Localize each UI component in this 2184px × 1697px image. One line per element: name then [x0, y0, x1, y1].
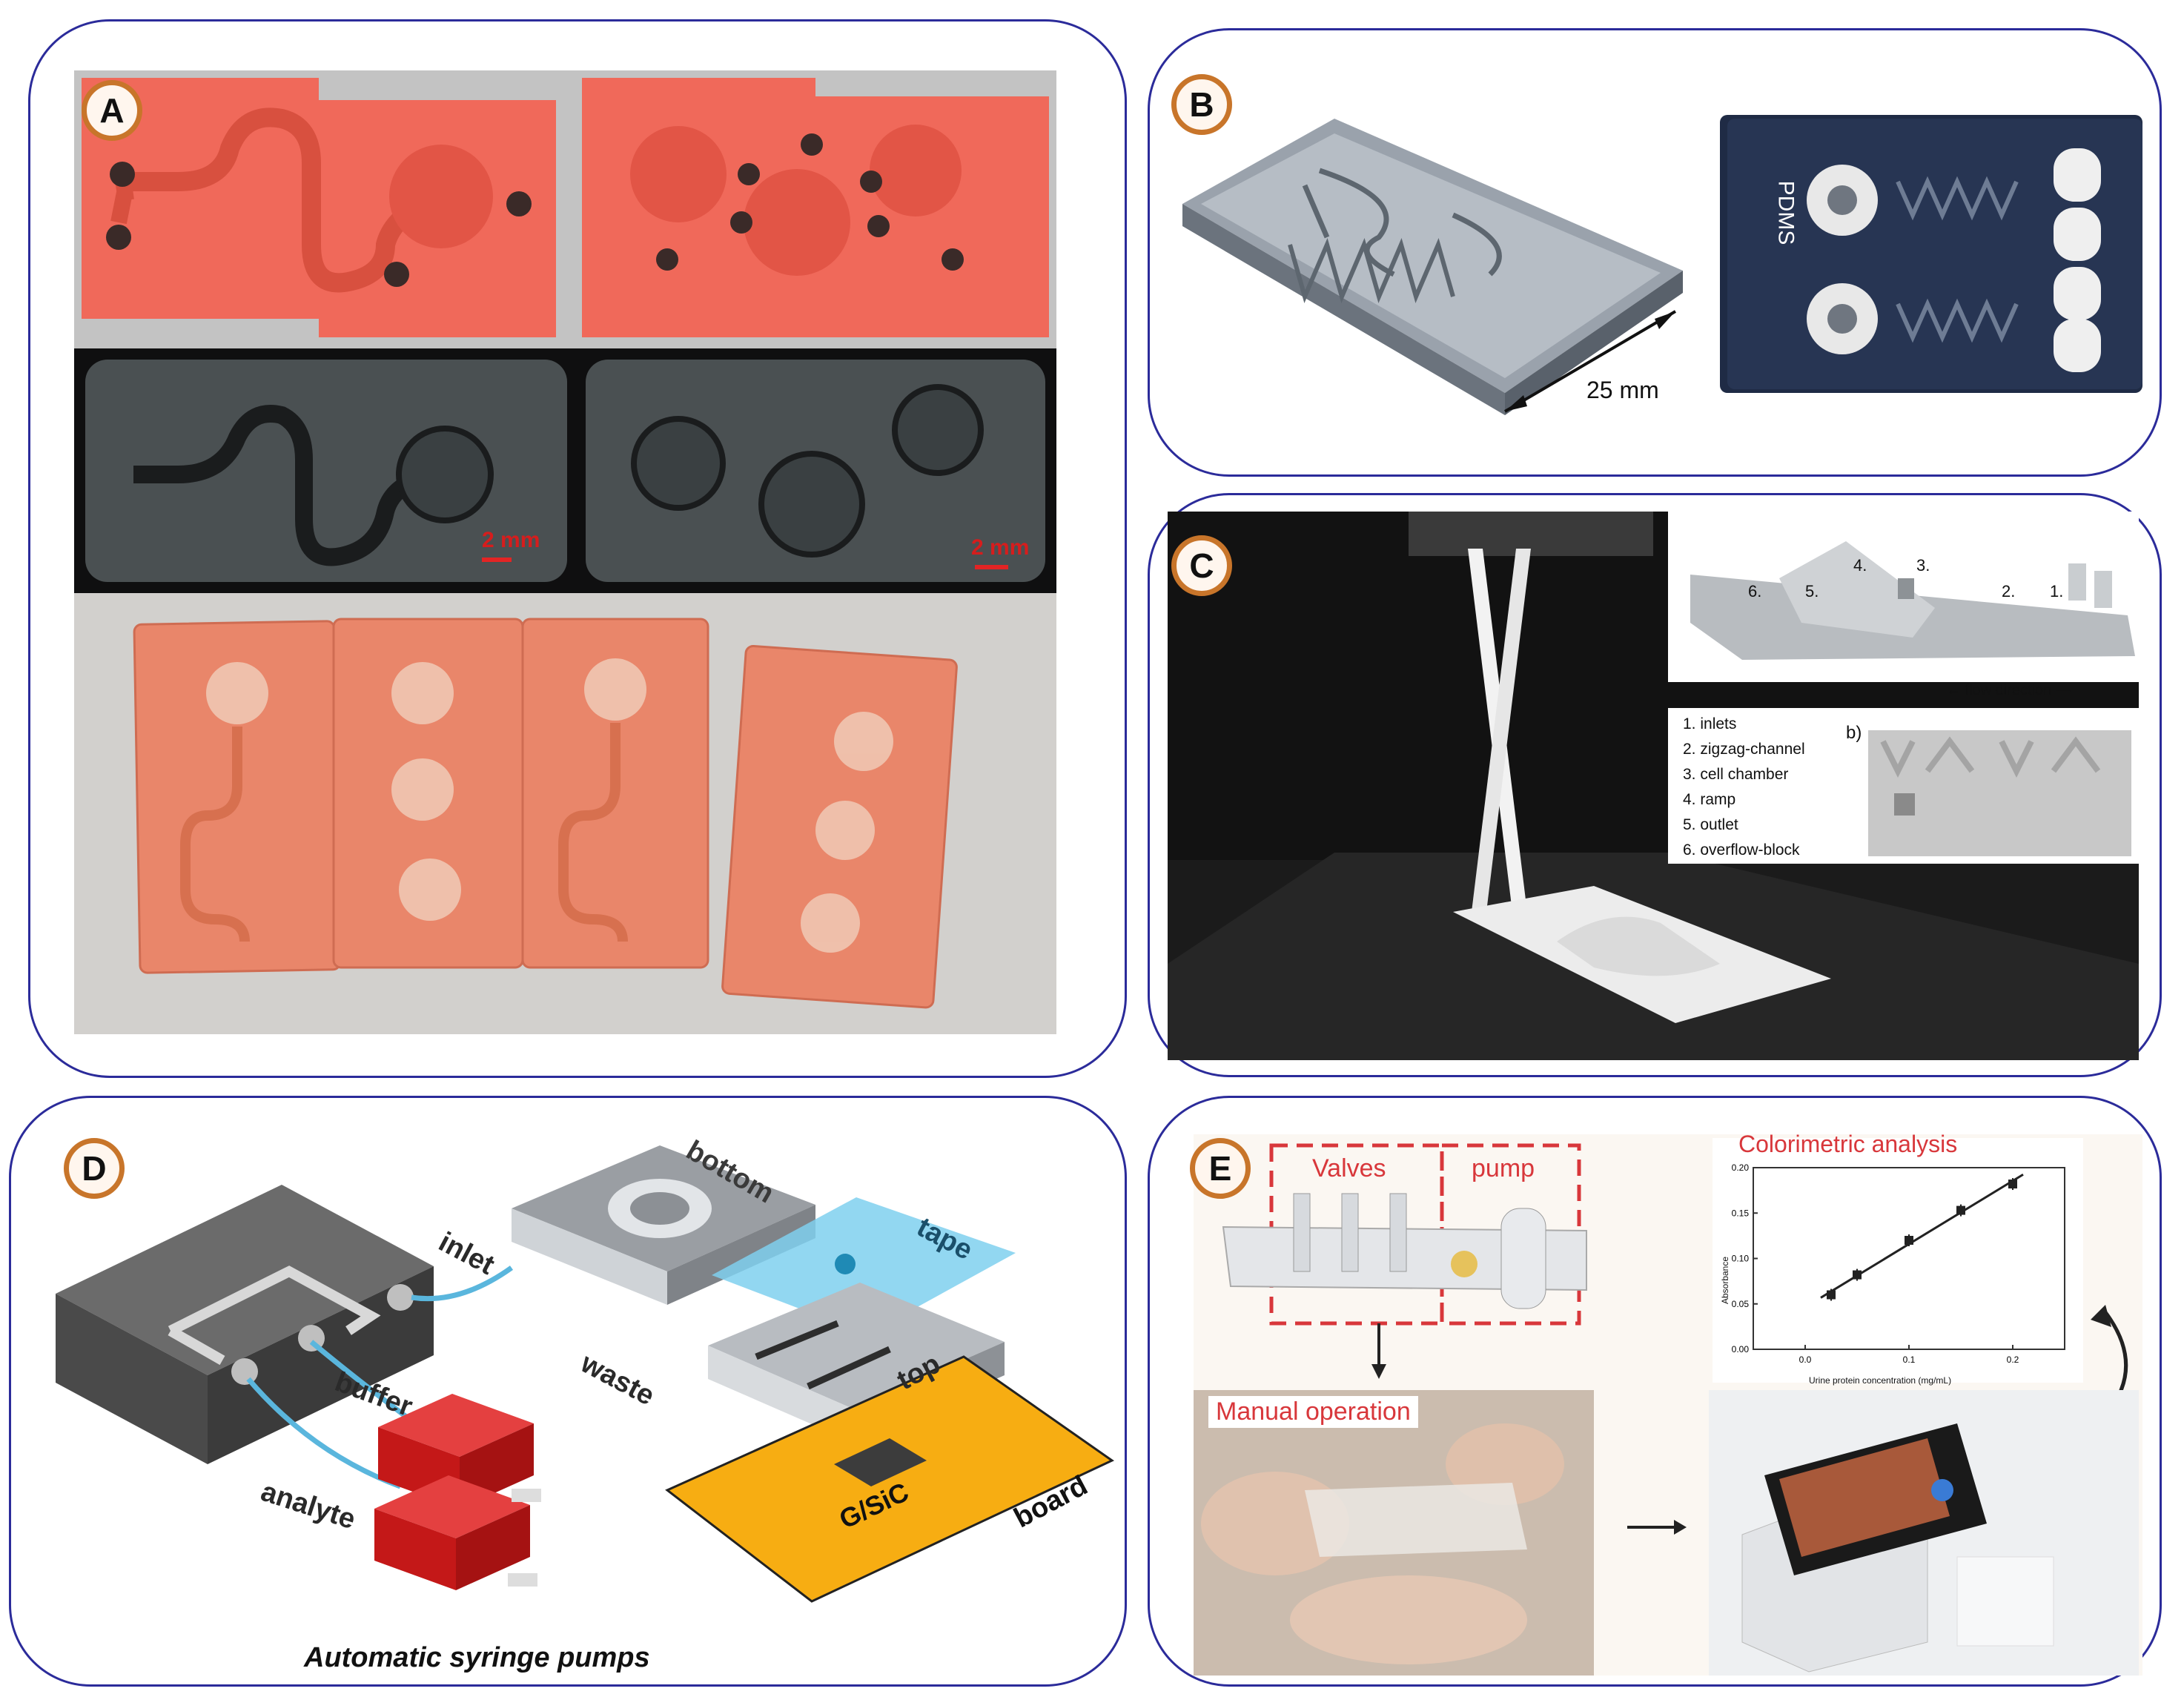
flow-direction: ← flow direction —	[1946, 682, 2071, 698]
resin-chip-left	[82, 78, 556, 337]
scale-bar-left: 2 mm	[482, 528, 540, 552]
inset-number-2: 2.	[2002, 582, 2016, 601]
manual-operation-label: Manual operation	[1208, 1396, 1418, 1428]
fit-line	[1820, 1173, 2024, 1299]
data-point-4	[2008, 1180, 2017, 1189]
legend-inlets: 1. inlets	[1683, 715, 1737, 732]
x-tick-label-2: 0.2	[2007, 1354, 2019, 1365]
syringe-pumps	[374, 1394, 541, 1590]
pdms-label: PDMS	[1773, 180, 1799, 245]
chart-frame	[1753, 1167, 2065, 1350]
resin-chip-right	[582, 78, 1049, 337]
inset-number-4: 4.	[1853, 556, 1867, 575]
x-tick-label-1: 0.1	[1903, 1354, 1916, 1365]
dimension-label: 25 mm	[1586, 377, 1659, 403]
data-point-3	[1956, 1205, 1965, 1215]
y-tick-label-4: 0.20	[1732, 1162, 1750, 1173]
panel-b	[1148, 28, 2162, 477]
panel-c-badge: C	[1171, 535, 1232, 596]
colorimetric-title: Colorimetric analysis	[1738, 1131, 1958, 1157]
scale-bar-right: 2 mm	[971, 535, 1030, 560]
data-point-1	[1853, 1270, 1862, 1280]
legend-cell-chamber: 3. cell chamber	[1683, 766, 1789, 783]
panel-b-badge: B	[1171, 74, 1232, 135]
y-tick-label-2: 0.10	[1732, 1254, 1750, 1264]
panel-d-badge: D	[64, 1138, 125, 1199]
data-point-0	[1827, 1290, 1836, 1300]
y-tick-label-3: 0.15	[1732, 1208, 1750, 1218]
panel-c	[1148, 493, 2162, 1077]
inset-number-3: 3.	[1916, 556, 1930, 575]
chart-ylabel: Absorbance	[1720, 1256, 1731, 1305]
sub-label-b: b)	[1846, 723, 1862, 743]
chart-xlabel: Urine protein concentration (mg/mL)	[1809, 1375, 1952, 1386]
pumps-caption: Automatic syringe pumps	[304, 1642, 650, 1673]
y-tick-label-1: 0.05	[1732, 1299, 1750, 1309]
panel-d	[9, 1096, 1127, 1687]
panel-a	[28, 19, 1127, 1078]
panel-a-badge: A	[82, 80, 142, 141]
inset-number-6: 6.	[1748, 582, 1762, 601]
legend-overflow: 6. overflow-block	[1683, 841, 1800, 859]
legend-ramp: 4. ramp	[1683, 791, 1736, 808]
panel-e	[1148, 1096, 2162, 1687]
cad-chip	[1182, 119, 1683, 415]
inset-number-1: 1.	[2050, 582, 2064, 601]
valves-label: Valves	[1312, 1154, 1386, 1182]
y-tick-label-0: 0.00	[1732, 1344, 1750, 1354]
legend-zigzag: 2. zigzag-channel	[1683, 741, 1805, 758]
legend-outlet: 5. outlet	[1683, 816, 1738, 833]
inset-legend: 1. inlets 2. zigzag-channel 3. cell cham…	[1683, 712, 1805, 863]
pump-label: pump	[1472, 1154, 1535, 1182]
inset-number-5: 5.	[1805, 582, 1819, 601]
x-tick-label-0: 0.0	[1799, 1354, 1812, 1365]
panel-e-badge: E	[1190, 1138, 1251, 1199]
data-point-2	[1905, 1236, 1913, 1245]
pdms-chip	[1720, 115, 2142, 393]
